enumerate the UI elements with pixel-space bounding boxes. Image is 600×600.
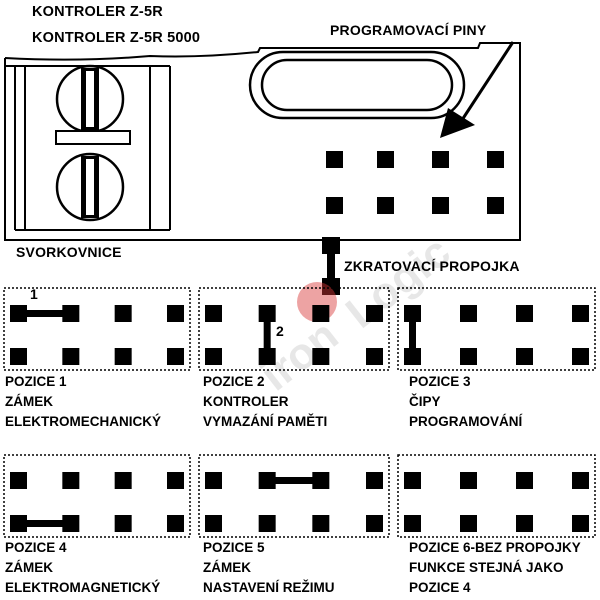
pin-r2-c4: [366, 515, 383, 532]
pin-r1-c4: [167, 305, 184, 322]
position-5-caption: POZICE 5 ZÁMEK NASTAVENÍ REŽIMU: [203, 538, 335, 598]
position-6-panel: [397, 454, 596, 538]
jumper-bridge: [322, 237, 340, 295]
pin-r2-c1: [404, 515, 421, 532]
pin-r2-c3: [312, 348, 330, 365]
board-pin-grid: [326, 151, 504, 214]
jumper-bottom-left-horizontal: [18, 520, 71, 527]
terminal-separator: [55, 130, 131, 145]
position-1-panel: [3, 287, 191, 371]
position-panel-border: [397, 287, 596, 371]
position-2-line-1: POZICE 2: [203, 374, 265, 389]
position-4-line-3: ELEKTROMAGNETICKÝ: [5, 580, 161, 595]
position-6-caption: POZICE 6-BEZ PROPOJKY FUNKCE STEJNÁ JAKO…: [409, 538, 581, 598]
position-panel-border: [3, 287, 191, 371]
position-4-line-2: ZÁMEK: [5, 560, 53, 575]
pin-r2-c2: [62, 348, 80, 365]
jumper-top-left-horizontal: [18, 310, 71, 317]
pin-r2-c4: [572, 515, 589, 532]
position-2-line-2: KONTROLER: [203, 394, 289, 409]
pin-r2-c3: [114, 515, 132, 532]
terminal-block-label: SVORKOVNICE: [16, 244, 122, 260]
position-3-panel: [397, 287, 596, 371]
connector-recess: [248, 50, 466, 120]
pin-r2-c2: [258, 515, 276, 532]
pin-r1-c1: [205, 305, 222, 322]
pin-r1-c3: [516, 472, 533, 489]
pin-r2-c1: [205, 348, 222, 365]
position-panel-border: [397, 454, 596, 538]
position-4-caption: POZICE 4 ZÁMEK ELEKTROMAGNETICKÝ: [5, 538, 160, 598]
pin-r1-c3: [312, 305, 330, 322]
title-line-1: KONTROLER Z-5R: [32, 4, 163, 20]
position-6-line-2: FUNKCE STEJNÁ JAKO: [409, 560, 564, 575]
pin-r2-c1: [205, 515, 222, 532]
jumper-mark-2: 2: [276, 323, 284, 339]
pin-r1-c2: [460, 305, 477, 322]
pin-r2-c1: [10, 348, 27, 365]
pin-r1-c2: [62, 472, 80, 489]
pin-r2-c3: [114, 348, 132, 365]
pin-r1-c3: [312, 472, 330, 489]
pin-r1-c3: [114, 305, 132, 322]
pin-r1-c4: [366, 305, 383, 322]
pin-r1-c4: [366, 472, 383, 489]
position-4-line-1: POZICE 4: [5, 540, 67, 555]
controller-board: [4, 42, 521, 241]
position-4-panel: [3, 454, 191, 538]
pin-r2-c4: [167, 348, 184, 365]
pin-r1-c4: [572, 472, 589, 489]
jumper-second-column-vertical: [263, 313, 271, 357]
programming-pins-arrow: [440, 41, 515, 138]
pin-r1-c1: [10, 472, 27, 489]
position-1-line-1: POZICE 1: [5, 374, 67, 389]
position-5-line-1: POZICE 5: [203, 540, 265, 555]
pin-r2-c3: [312, 515, 330, 532]
jumper-first-column-vertical: [409, 313, 416, 357]
pin-r2-c4: [167, 515, 184, 532]
pin-r2-c3: [516, 515, 533, 532]
position-3-caption: POZICE 3 ČIPY PROGRAMOVÁNÍ: [409, 372, 522, 432]
pin-r2-c4: [572, 348, 589, 365]
jumper-mark-1: 1: [30, 286, 38, 302]
pin-r2-c4: [366, 348, 383, 365]
position-2-line-3: VYMAZÁNÍ PAMĚTI: [203, 414, 328, 429]
terminal-screw-bottom: [55, 152, 125, 222]
terminal-screw-top: [55, 64, 125, 134]
position-3-line-1: POZICE 3: [409, 374, 471, 389]
pin-r1-c4: [572, 305, 589, 322]
position-2-caption: POZICE 2 KONTROLER VYMAZÁNÍ PAMĚTI: [203, 372, 327, 432]
position-3-line-2: ČIPY: [409, 394, 441, 409]
position-1-line-3: ELEKTROMECHANICKÝ: [5, 414, 162, 429]
pin-r1-c2: [460, 472, 477, 489]
pin-r2-c2: [460, 348, 477, 365]
pin-r1-c3: [516, 305, 533, 322]
pin-r2-c2: [460, 515, 477, 532]
position-3-line-3: PROGRAMOVÁNÍ: [409, 414, 523, 429]
pin-r2-c3: [516, 348, 533, 365]
pin-r1-c1: [404, 472, 421, 489]
pin-r1-c3: [114, 472, 132, 489]
position-5-panel: [198, 454, 390, 538]
jumper-label: ZKRATOVACÍ PROPOJKA: [344, 258, 520, 274]
position-5-line-3: NASTAVENÍ REŽIMU: [203, 580, 335, 595]
position-2-panel: [198, 287, 390, 371]
pin-r1-c1: [205, 472, 222, 489]
position-1-caption: POZICE 1 ZÁMEK ELEKTROMECHANICKÝ: [5, 372, 161, 432]
pin-r1-c4: [167, 472, 184, 489]
title-line-2: KONTROLER Z-5R 5000: [32, 30, 201, 46]
jumper-top-middle-horizontal: [267, 477, 321, 484]
position-panel-border: [198, 454, 390, 538]
position-5-line-2: ZÁMEK: [203, 560, 251, 575]
position-1-line-2: ZÁMEK: [5, 394, 53, 409]
position-6-line-1: POZICE 6-BEZ PROPOJKY: [409, 540, 581, 555]
position-panel-border: [3, 454, 191, 538]
position-6-line-3: POZICE 4: [409, 580, 471, 595]
programming-pins-label: PROGRAMOVACÍ PINY: [330, 22, 487, 38]
